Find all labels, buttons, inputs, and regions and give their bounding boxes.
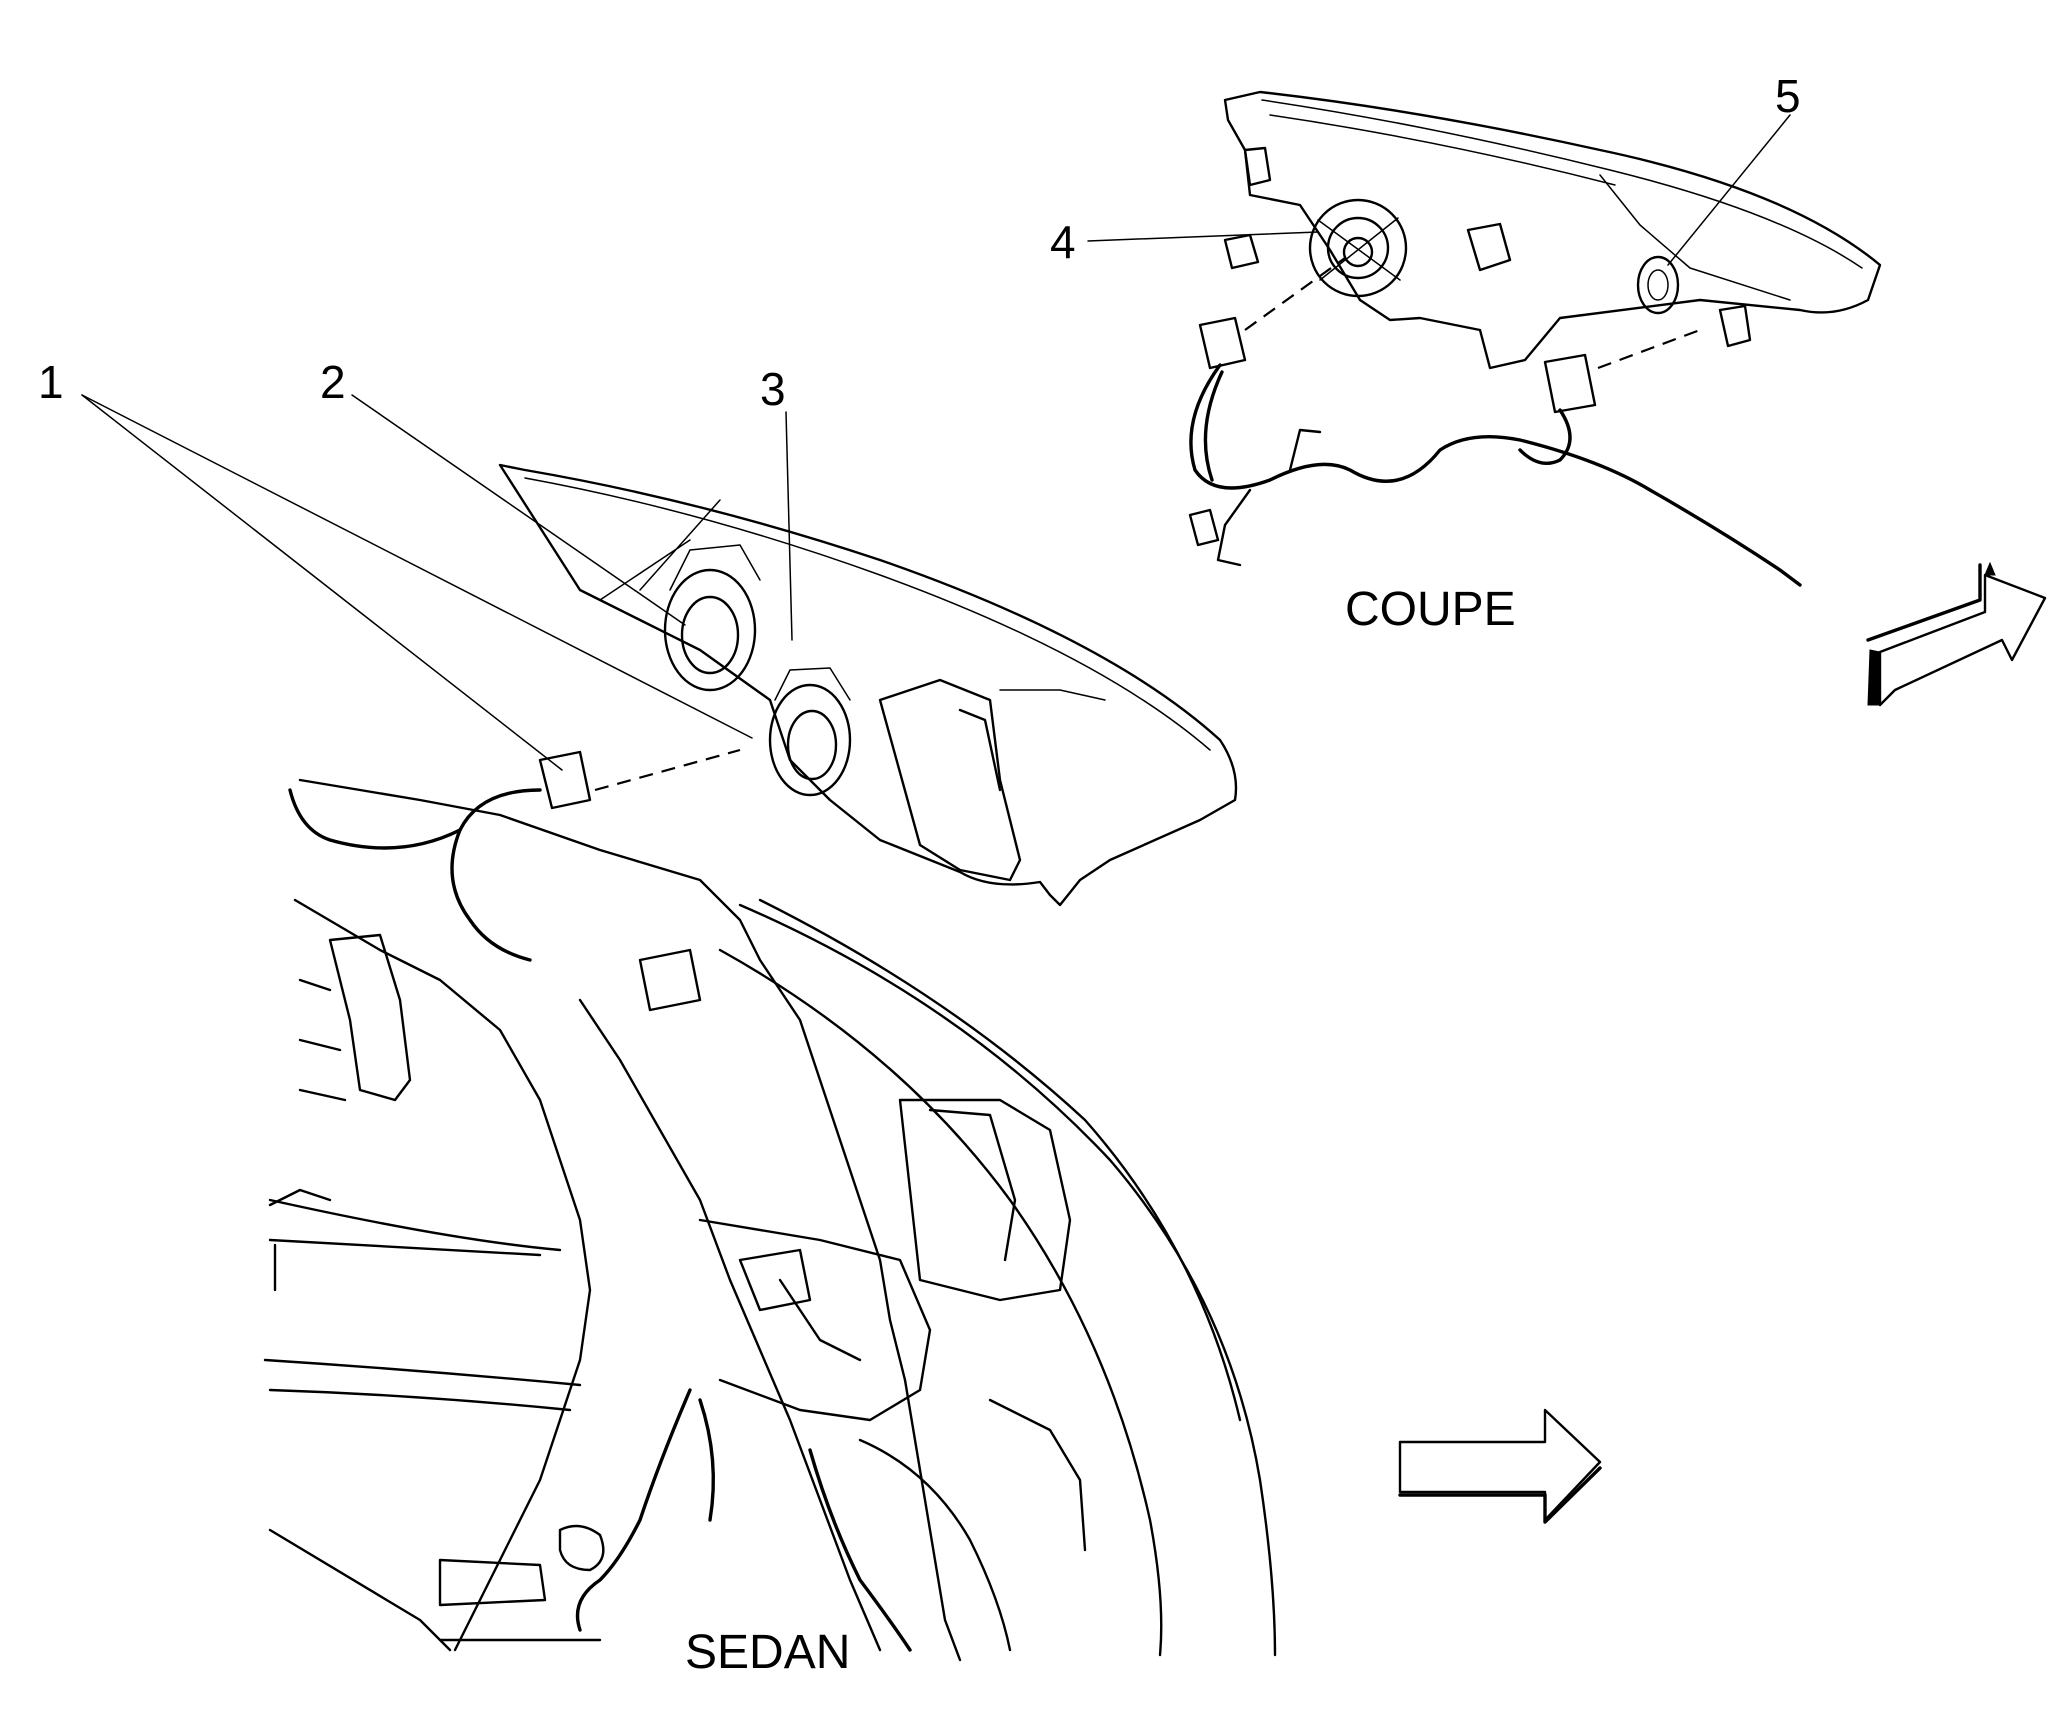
callout-5: 5	[1775, 70, 1801, 122]
coupe-turn-signal-bulb-socket	[1636, 255, 1680, 315]
sedan-view-label: SEDAN	[685, 1626, 850, 1679]
callout-2: 2	[320, 356, 346, 408]
callout-leaders	[81, 114, 1791, 771]
sedan-headlamp-assembly	[263, 463, 1277, 1662]
coupe-headlamp-assembly	[1188, 90, 1882, 587]
coupe-headlamp-bulb-socket	[1308, 198, 1408, 298]
sedan-low-beam-bulb-socket	[663, 544, 761, 692]
coupe-view-label: COUPE	[1345, 583, 1516, 636]
sedan-high-beam-bulb-socket	[768, 667, 852, 797]
forward-arrow-icon	[1398, 1408, 1602, 1524]
forward-arrow-icon	[1866, 561, 2047, 707]
callout-3: 3	[760, 363, 786, 415]
callout-4: 4	[1050, 216, 1076, 268]
callout-1: 1	[38, 356, 64, 408]
